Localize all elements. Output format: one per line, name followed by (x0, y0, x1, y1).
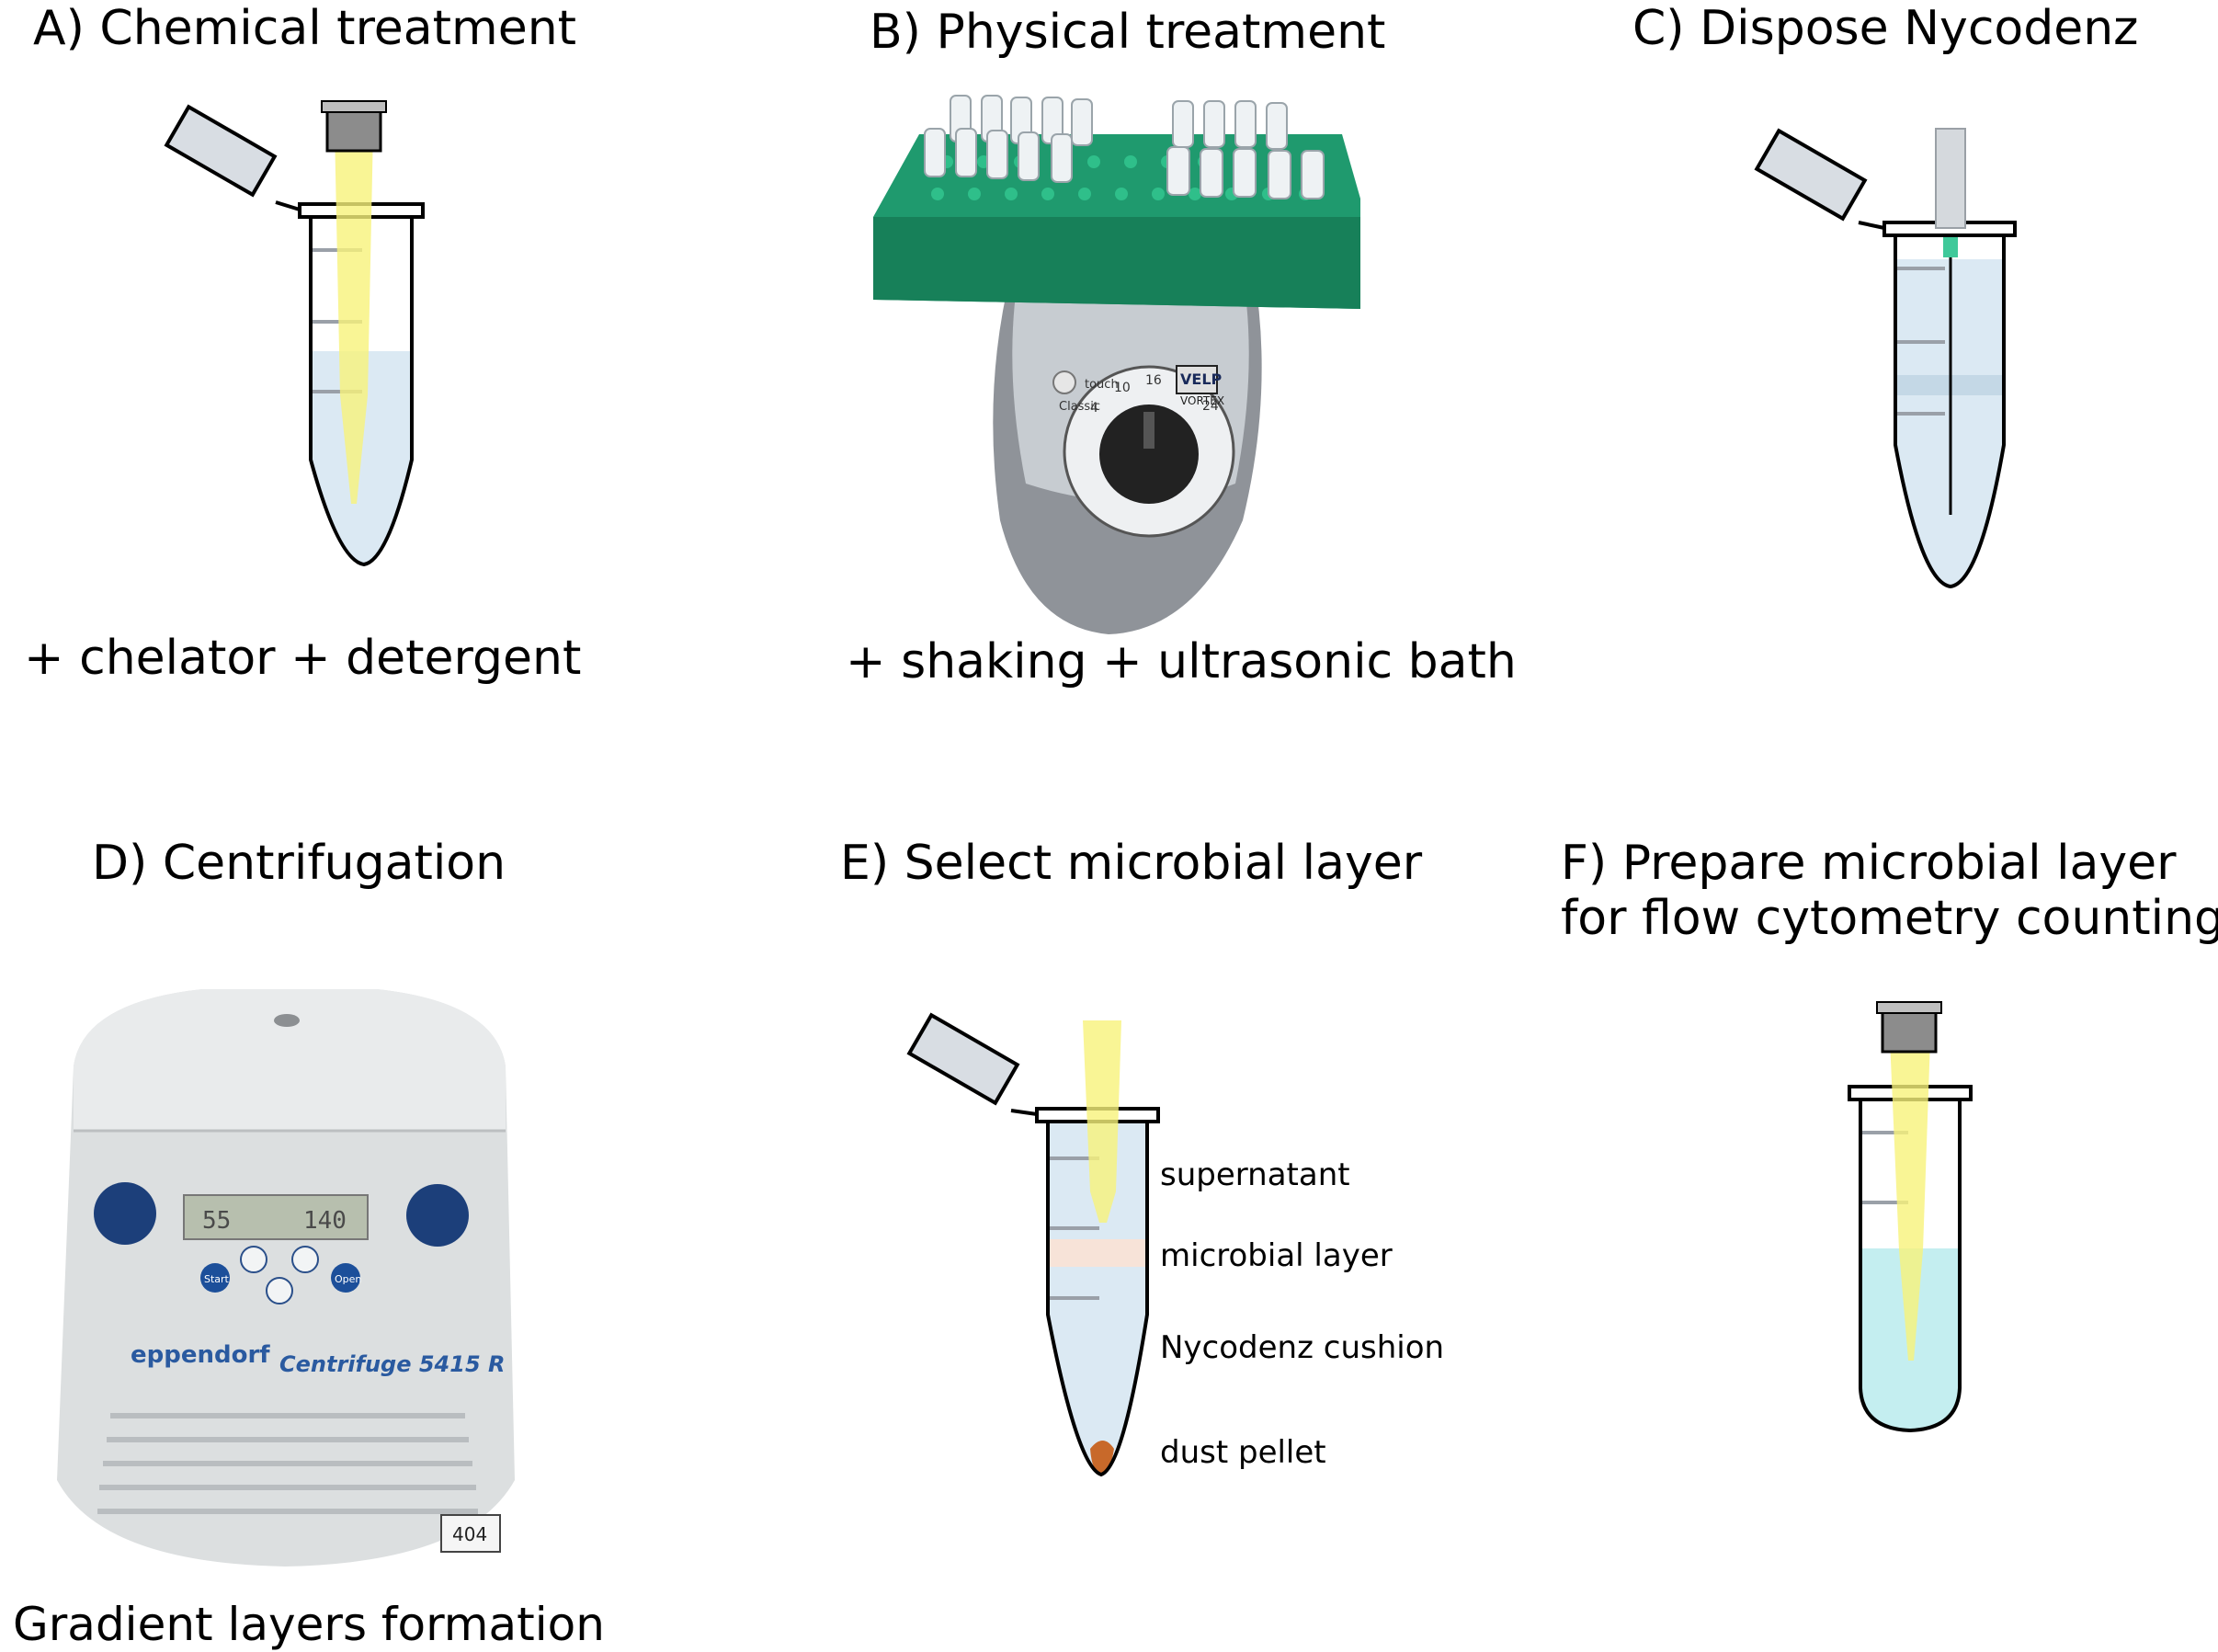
panel-d-caption: Gradient layers formation (13, 1598, 605, 1651)
pipette-tip (1890, 1039, 1930, 1361)
speed-knob (406, 1184, 469, 1247)
layer-label-dust-pellet: dust pellet (1160, 1434, 1326, 1471)
up-button (291, 1246, 319, 1273)
speed-dial-knob (1099, 404, 1199, 504)
pipette-tip (335, 129, 373, 504)
panel-f-title-line2: for flow cytometry counting (1561, 890, 2218, 946)
tube-with-pipette-tip-a (164, 100, 425, 567)
eppendorf-logo: eppendorf (131, 1341, 270, 1369)
panel-f-title: F) Prepare microbial layer for flow cyto… (1561, 836, 2218, 947)
centrifuge-display (183, 1194, 369, 1240)
syringe-barrel (1935, 128, 1966, 229)
panel-b-caption: + shaking + ultrasonic bath (846, 634, 1517, 689)
centrifuge-photo: 55 140 Start Open eppendorf Centrifuge 5… (57, 989, 515, 1567)
touch-label: touch (1085, 378, 1119, 392)
pipette-tip (1083, 1020, 1121, 1223)
display-time: 55 (202, 1207, 231, 1235)
start-button (200, 1263, 230, 1293)
centrifuge-body (57, 989, 515, 1567)
svg-text:10: 10 (1114, 381, 1131, 395)
time-knob (94, 1182, 156, 1245)
tube-outline (1046, 1118, 1149, 1477)
layer-label-supernatant: supernatant (1160, 1156, 1350, 1193)
svg-text:16: 16 (1145, 373, 1162, 388)
svg-text:4: 4 (1090, 401, 1098, 416)
panel-a-title: A) Chemical treatment (33, 1, 577, 56)
tube-outline (1894, 230, 2006, 589)
vortex-label: VORTEX (1180, 394, 1224, 407)
id-tag (440, 1514, 501, 1553)
open-button (331, 1263, 360, 1293)
flow-cytometry-tube-f (1848, 1001, 1973, 1433)
panel-d-title: D) Centrifugation (92, 836, 506, 891)
pipette-nozzle (1881, 1009, 1938, 1054)
tube-lid (164, 104, 301, 211)
centrifuge-model-label: Centrifuge 5415 R (279, 1351, 505, 1377)
centrifuge-vents (97, 1413, 478, 1514)
layer-label-nycodenz: Nycodenz cushion (1160, 1329, 1445, 1366)
mode-switch (1052, 370, 1076, 394)
syringe-hub (1943, 237, 1958, 257)
velp-logo: VELP (1180, 370, 1223, 388)
centrifuge-lid (74, 989, 506, 1131)
display-speed: 140 (303, 1207, 347, 1235)
fast-temp-button (266, 1277, 293, 1305)
tube-lid (1754, 128, 1885, 230)
svg-text:Start: Start (204, 1273, 230, 1285)
tube-with-syringe-c (1754, 128, 2017, 589)
svg-text:24: 24 (1202, 399, 1219, 414)
classic-label: Classic (1059, 400, 1100, 414)
panel-b-title: B) Physical treatment (870, 5, 1386, 60)
down-button (240, 1246, 267, 1273)
panel-a-caption: + chelator + detergent (24, 631, 582, 686)
microbial-layer-band (1048, 1239, 1147, 1267)
tube-lid (906, 1012, 1038, 1116)
panel-e-title: E) Select microbial layer (840, 836, 1423, 891)
tube-outline (1859, 1096, 1962, 1433)
pipette-nozzle (325, 108, 382, 153)
panel-c-title: C) Dispose Nycodenz (1632, 1, 2139, 56)
graduation-marks (1897, 267, 1945, 416)
microtubes-in-rack (924, 95, 1325, 199)
tube-outline (309, 211, 414, 567)
tube-with-layers-e (906, 1012, 1160, 1477)
svg-text:Open: Open (335, 1273, 361, 1285)
layer-label-microbial: microbial layer (1160, 1237, 1393, 1274)
panel-f-title-line1: F) Prepare microbial layer (1561, 836, 2177, 891)
svg-text:404: 404 (452, 1523, 487, 1545)
